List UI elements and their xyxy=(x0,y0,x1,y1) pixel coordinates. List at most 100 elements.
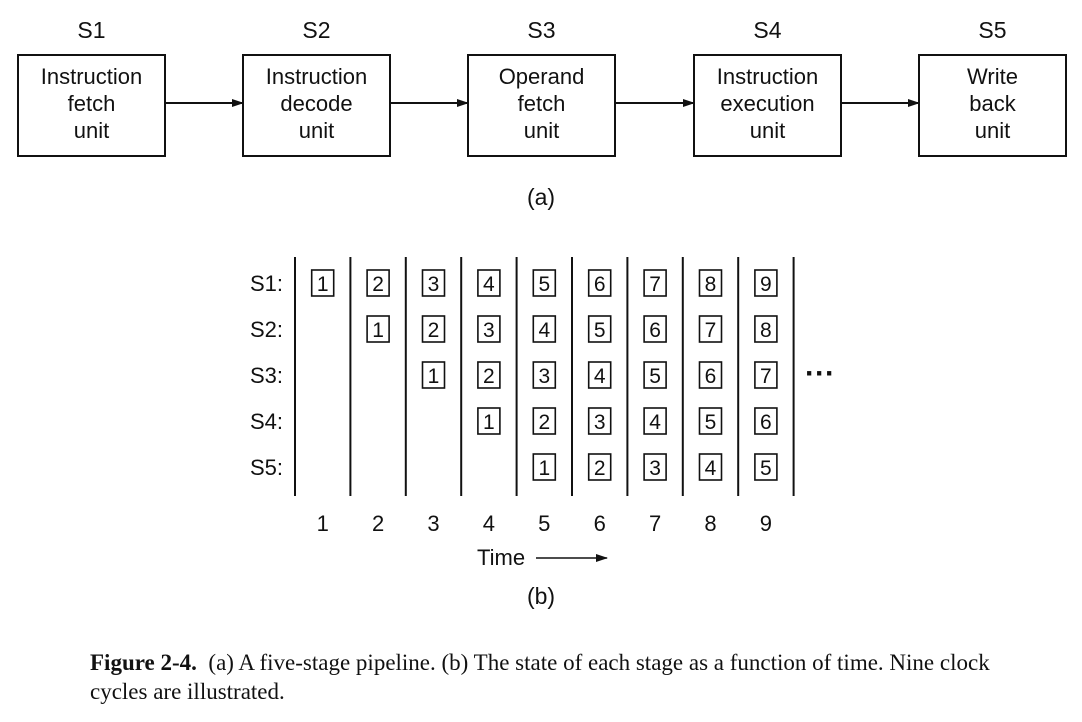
instruction-box xyxy=(532,453,557,481)
caption-text: (a) A five-stage pipeline. (b) The state… xyxy=(90,650,990,704)
instruction-box xyxy=(477,269,501,297)
stage-box-text: unit xyxy=(74,118,109,143)
stage-id-label: S4 xyxy=(753,17,781,43)
time-tick-label: 6 xyxy=(594,511,606,536)
instruction-box xyxy=(587,361,612,389)
stage-box-text: unit xyxy=(524,118,559,143)
instruction-number: 1 xyxy=(317,273,329,296)
stage-box-text: fetch xyxy=(68,91,116,116)
instruction-number: 3 xyxy=(649,457,661,480)
figure-caption: Figure 2-4. (a) A five-stage pipeline. (… xyxy=(90,648,1030,706)
stage-box xyxy=(693,54,842,157)
stage-box-text: back xyxy=(969,91,1016,116)
time-tick-label: 7 xyxy=(649,511,661,536)
instruction-box xyxy=(366,315,390,343)
stage-box-text: unit xyxy=(975,118,1010,143)
instruction-box xyxy=(643,361,667,389)
instruction-box xyxy=(698,407,723,435)
instruction-box xyxy=(754,315,778,343)
time-tick-label: 5 xyxy=(538,511,550,536)
instruction-box xyxy=(532,315,557,343)
instruction-number: 1 xyxy=(428,365,440,388)
time-tick-label: 3 xyxy=(427,511,439,536)
instruction-number: 4 xyxy=(649,411,661,434)
instruction-number: 3 xyxy=(428,273,440,296)
instruction-number: 5 xyxy=(760,457,772,480)
instruction-box xyxy=(698,315,723,343)
instruction-box xyxy=(754,453,778,481)
instruction-number: 5 xyxy=(538,273,550,296)
stage-box-text: Instruction xyxy=(41,64,143,89)
stage-box xyxy=(918,54,1067,157)
instruction-box xyxy=(643,315,667,343)
instruction-number: 6 xyxy=(594,273,606,296)
instruction-number: 2 xyxy=(483,365,495,388)
instruction-number: 8 xyxy=(705,273,717,296)
instruction-box xyxy=(587,269,612,297)
row-label: S4: xyxy=(250,409,283,434)
instruction-number: 2 xyxy=(372,273,384,296)
instruction-number: 3 xyxy=(538,365,550,388)
stage-id-label: S5 xyxy=(978,17,1006,43)
stage-box xyxy=(17,54,166,157)
caption-figure-number: Figure 2-4. xyxy=(90,650,197,675)
time-tick-label: 4 xyxy=(483,511,495,536)
instruction-number: 1 xyxy=(538,457,550,480)
instruction-number: 5 xyxy=(705,411,717,434)
stage-box-text: Write xyxy=(967,64,1018,89)
instruction-number: 6 xyxy=(760,411,772,434)
continuation-ellipsis: ··· xyxy=(805,357,835,390)
instruction-box xyxy=(477,315,501,343)
instruction-box xyxy=(643,269,667,297)
stage-box xyxy=(467,54,616,157)
instruction-box xyxy=(754,361,778,389)
time-tick-label: 9 xyxy=(760,511,772,536)
instruction-number: 9 xyxy=(760,273,772,296)
row-label: S3: xyxy=(250,363,283,388)
stage-box-text: Instruction xyxy=(266,64,368,89)
instruction-number: 4 xyxy=(705,457,717,480)
instruction-number: 4 xyxy=(483,273,495,296)
instruction-number: 5 xyxy=(594,319,606,342)
instruction-number: 6 xyxy=(649,319,661,342)
instruction-box xyxy=(532,269,557,297)
row-label: S5: xyxy=(250,455,283,480)
instruction-box xyxy=(310,269,335,297)
instruction-box xyxy=(643,453,667,481)
instruction-number: 2 xyxy=(594,457,606,480)
instruction-box xyxy=(587,407,612,435)
stage-id-label: S3 xyxy=(527,17,555,43)
instruction-number: 3 xyxy=(483,319,495,342)
time-axis-label: Time xyxy=(477,545,525,570)
instruction-number: 7 xyxy=(705,319,717,342)
pipeline-figure: S1InstructionfetchunitS2Instructiondecod… xyxy=(17,17,1067,609)
row-label: S2: xyxy=(250,317,283,342)
instruction-box xyxy=(532,407,557,435)
instruction-box xyxy=(477,407,501,435)
instruction-number: 5 xyxy=(649,365,661,388)
instruction-number: 4 xyxy=(594,365,606,388)
instruction-box xyxy=(587,315,612,343)
stage-box-text: unit xyxy=(750,118,785,143)
instruction-box xyxy=(421,269,446,297)
stage-box-text: Instruction xyxy=(717,64,819,89)
time-tick-label: 2 xyxy=(372,511,384,536)
instruction-number: 4 xyxy=(538,319,550,342)
instruction-number: 7 xyxy=(760,365,772,388)
instruction-number: 1 xyxy=(483,411,495,434)
stage-box-text: fetch xyxy=(518,91,566,116)
row-label: S1: xyxy=(250,271,283,296)
instruction-box xyxy=(532,361,557,389)
instruction-number: 6 xyxy=(705,365,717,388)
instruction-box xyxy=(698,269,723,297)
instruction-box xyxy=(421,315,446,343)
time-tick-label: 1 xyxy=(317,511,329,536)
stage-box-text: unit xyxy=(299,118,334,143)
part-b-label: (b) xyxy=(527,583,555,609)
stage-box-text: decode xyxy=(280,91,352,116)
stage-id-label: S1 xyxy=(77,17,105,43)
time-tick-label: 8 xyxy=(704,511,716,536)
